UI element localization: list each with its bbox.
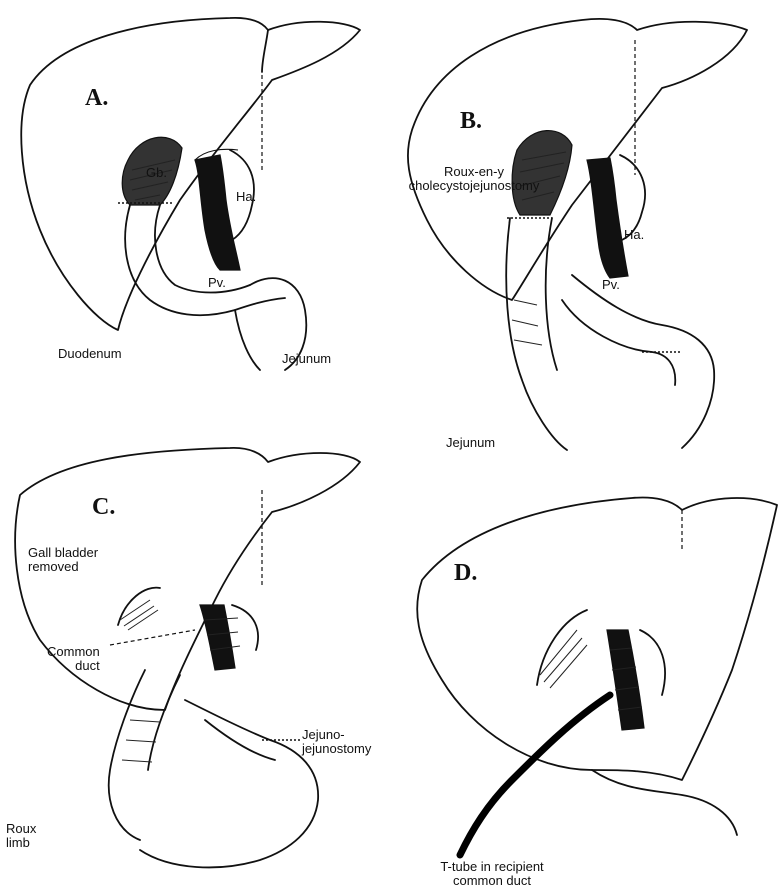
jejunum-loop	[140, 700, 318, 867]
label-jj-line1: Jejuno-	[302, 728, 371, 742]
label-portal-vein: Pv.	[208, 276, 226, 290]
label-ttube-line2: common duct	[392, 874, 592, 888]
hepatic-artery	[232, 605, 258, 650]
panel-c-letter: C.	[92, 494, 115, 521]
liver-outline	[21, 18, 360, 330]
roux-limb	[109, 670, 145, 840]
label-procedure-line2: cholecystojejunostomy	[399, 179, 549, 193]
label-gb-removed-line2: removed	[28, 560, 98, 574]
portal-vein	[607, 630, 644, 730]
label-duodenum: Duodenum	[58, 347, 122, 361]
label-common-duct: Common duct	[47, 645, 100, 673]
panel-d-drawing	[392, 470, 783, 896]
panel-a-drawing	[0, 0, 392, 440]
panel-c: C. Gall bladder removed Common duct Jeju…	[0, 440, 392, 896]
label-gb-removed-line1: Gall bladder	[28, 546, 98, 560]
liver-right-lobe-edge	[262, 30, 268, 72]
label-common-duct-line1: Common	[47, 645, 100, 659]
label-hepatic-artery: Ha.	[624, 228, 644, 242]
small-bowel-loop	[592, 770, 737, 835]
panel-d-letter: D.	[454, 560, 477, 587]
label-roux-limb: Roux limb	[6, 822, 36, 850]
common-duct-pointer	[110, 630, 195, 645]
portal-vein	[587, 158, 628, 278]
label-portal-vein: Pv.	[602, 278, 620, 292]
label-procedure: Roux-en-y cholecystojejunostomy	[399, 165, 549, 193]
label-hepatic-artery: Ha.	[236, 190, 256, 204]
panel-d: D. T-tube in recipient common duct	[392, 470, 783, 896]
label-t-tube: T-tube in recipient common duct	[392, 860, 592, 888]
label-roux-line1: Roux	[6, 822, 36, 836]
t-tube	[460, 695, 610, 855]
panel-a: A. Gb. Ha. Pv. Duodenum Jejunum	[0, 0, 392, 440]
label-jejunum: Jejunum	[282, 352, 331, 366]
label-procedure-line1: Roux-en-y	[399, 165, 549, 179]
label-jejunum: Jejunum	[446, 436, 495, 450]
liver-outline	[408, 19, 747, 300]
panel-b: B. Roux-en-y cholecystojejunostomy Ha. P…	[392, 0, 783, 460]
panel-b-letter: B.	[460, 108, 482, 135]
hepatic-artery	[640, 630, 665, 695]
panel-b-drawing	[392, 0, 783, 460]
label-jj-line2: jejunostomy	[302, 742, 371, 756]
portal-vein	[200, 605, 235, 670]
jejunum-loop	[572, 275, 714, 448]
label-common-duct-line2: duct	[47, 659, 100, 673]
label-jejunojejunostomy: Jejuno- jejunostomy	[302, 728, 371, 756]
panel-a-letter: A.	[85, 85, 108, 112]
roux-limb	[506, 218, 567, 450]
label-ttube-line1: T-tube in recipient	[392, 860, 592, 874]
liver-outline	[417, 498, 777, 781]
label-gallbladder: Gb.	[146, 166, 167, 180]
portal-vein	[195, 155, 240, 270]
label-gb-removed: Gall bladder removed	[28, 546, 98, 574]
label-roux-line2: limb	[6, 836, 36, 850]
